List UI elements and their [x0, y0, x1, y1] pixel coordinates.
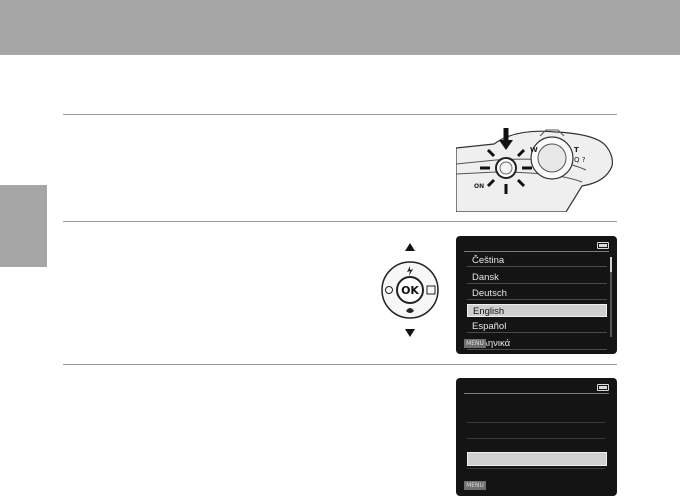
section-tab [0, 185, 47, 267]
flash-icon [407, 266, 413, 276]
language-menu-screen: Čeština Dansk Deutsch English Español Ελ… [456, 236, 617, 354]
exposure-compensation-icon [426, 285, 436, 295]
step-divider-3 [63, 364, 617, 365]
arrow-down-icon [405, 329, 415, 337]
svg-text:Q ?: Q ? [574, 156, 586, 164]
header-bar [0, 0, 680, 55]
language-list: Čeština Dansk Deutsch English Español Ελ… [467, 254, 607, 354]
step-divider-1 [63, 114, 617, 115]
step-divider-2 [63, 221, 617, 222]
arrow-up-icon [405, 243, 415, 251]
power-label: ON [474, 183, 484, 190]
selected-option-bar[interactable] [467, 452, 607, 466]
menu-button-label: MENU [464, 481, 486, 490]
language-item[interactable]: Dansk [467, 271, 607, 284]
macro-icon [406, 308, 414, 313]
press-arrow-icon [499, 140, 513, 150]
zoom-wide-label: W [530, 146, 538, 154]
self-timer-icon [385, 286, 393, 294]
menu-button-label: MENU [464, 339, 486, 348]
multi-selector-illustration: OK [379, 243, 441, 337]
zoom-tele-label: T [574, 146, 579, 154]
language-item[interactable]: Ελληνικά [467, 337, 607, 350]
ok-button-label: OK [401, 284, 419, 297]
camera-power-on-illustration: W T Q ? ON [456, 126, 616, 212]
scrollbar [610, 257, 612, 337]
language-item[interactable]: Deutsch [467, 287, 607, 301]
language-item-selected[interactable]: English [467, 303, 607, 317]
battery-icon [597, 242, 609, 249]
setup-screen: MENU [456, 378, 617, 496]
language-item[interactable]: Čeština [467, 254, 607, 267]
battery-icon [597, 384, 609, 391]
language-item[interactable]: Español [467, 320, 607, 334]
